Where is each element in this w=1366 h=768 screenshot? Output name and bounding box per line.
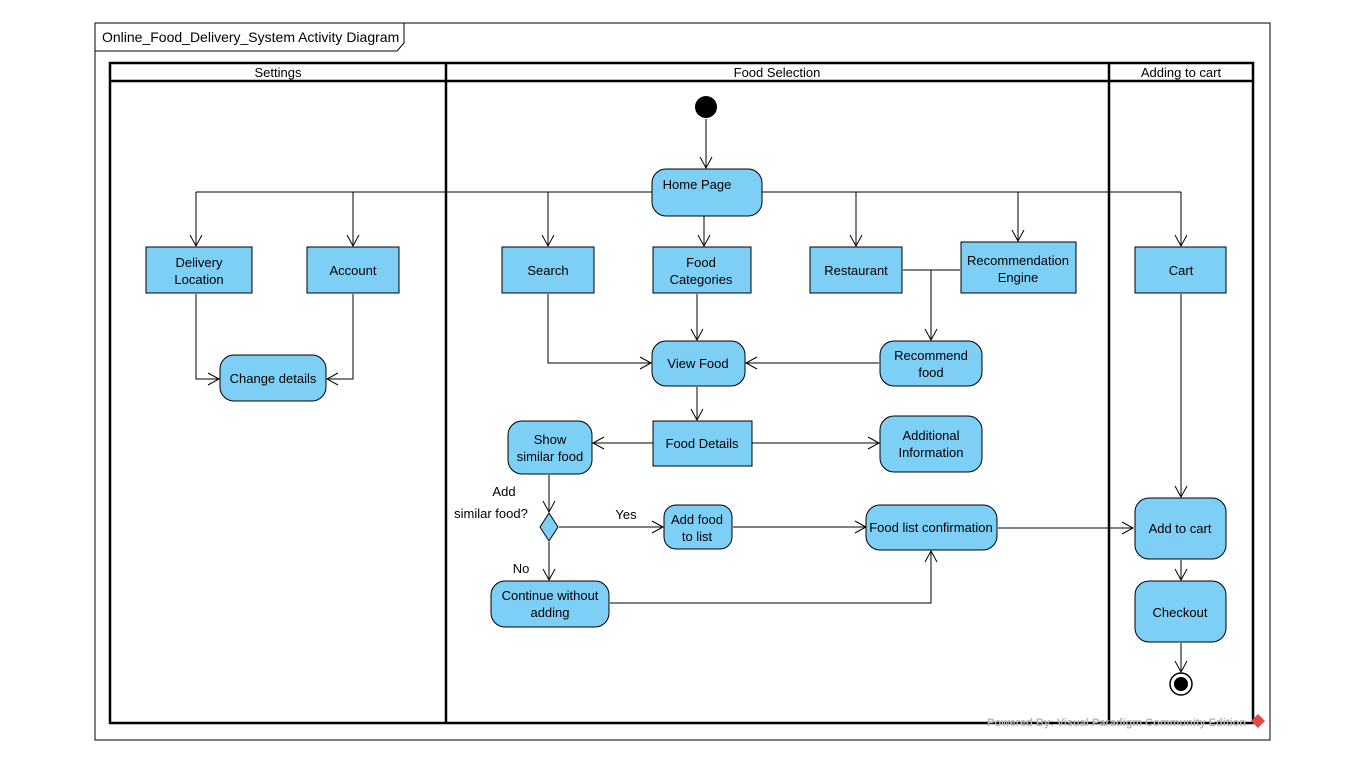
edge-delivery-to-change-details (195, 294, 221, 386)
edge-account-to-change-details (325, 294, 354, 386)
frame-title-tab (95, 23, 405, 52)
delivery-location-label-line2: Location (174, 272, 223, 287)
recommendation-engine-label-line1: Recommendation (967, 253, 1069, 268)
food-list-confirmation-label: Food list confirmation (869, 520, 993, 535)
continue-without-adding-label-line1: Continue without (502, 588, 599, 603)
continue-without-adding-node (490, 580, 610, 628)
decision-yes-label: Yes (615, 507, 637, 522)
decision-node (539, 512, 559, 542)
food-details-label: Food Details (666, 436, 739, 451)
additional-information-label-line1: Additional (902, 428, 959, 443)
show-similar-food-label-line1: Show (534, 432, 567, 447)
add-food-to-list-label-line1: Add food (671, 512, 723, 527)
search-label: Search (527, 263, 568, 278)
swimlane-food-selection-title: Food Selection (734, 65, 821, 80)
home-page-node (651, 168, 763, 217)
initial-node (695, 96, 717, 118)
additional-information-label-line2: Information (898, 445, 963, 460)
recommendation-engine-node (960, 241, 1077, 294)
recommend-food-label-line2: food (918, 365, 943, 380)
checkout-node (1134, 580, 1227, 643)
continue-without-adding-label-line2: adding (530, 605, 569, 620)
cart-node (1134, 246, 1227, 294)
add-food-to-list-node (663, 504, 733, 550)
recommendation-engine-label-line2: Engine (998, 270, 1038, 285)
watermark-text: Powered By: Visual Paradigm Community Ed… (987, 717, 1246, 729)
restaurant-node (809, 246, 903, 294)
decision-no-label: No (513, 561, 530, 576)
add-to-cart-label: Add to cart (1149, 521, 1212, 536)
edge-search-to-view-food (547, 294, 653, 370)
swimlanes: Settings Food Selection Adding to cart (108, 61, 1255, 725)
add-food-to-list-label-line2: to list (682, 529, 713, 544)
recommend-food-label-line1: Recommend (894, 348, 968, 363)
visual-paradigm-logo-icon (1251, 714, 1265, 728)
swimlane-adding-to-cart-title: Adding to cart (1141, 65, 1222, 80)
cart-label: Cart (1169, 263, 1194, 278)
search-node (501, 246, 595, 294)
food-list-confirmation-node (865, 504, 998, 551)
food-categories-label-line2: Categories (670, 272, 733, 287)
add-to-cart-node (1134, 497, 1227, 560)
decision-question-line1: Add (492, 484, 515, 499)
delivery-location-node (145, 246, 253, 294)
show-similar-food-label-line2: similar food (517, 449, 583, 464)
food-categories-node (652, 246, 752, 294)
additional-information-node (879, 415, 983, 473)
change-details-node (219, 354, 327, 402)
food-categories-label-line1: Food (686, 255, 716, 270)
view-food-node (651, 340, 746, 387)
decision-question-line2: similar food? (454, 506, 528, 521)
diagram-title: Online_Food_Delivery_System Activity Dia… (102, 29, 399, 45)
edge-continue-to-confirmation (610, 549, 938, 604)
food-details-node (652, 420, 753, 467)
account-node (306, 246, 400, 294)
view-food-label: View Food (667, 356, 728, 371)
delivery-location-label-line1: Delivery (176, 255, 223, 270)
change-details-label: Change details (230, 371, 317, 386)
home-page-label: Home Page (663, 177, 732, 192)
restaurant-label: Restaurant (824, 263, 888, 278)
checkout-label: Checkout (1153, 605, 1208, 620)
show-similar-food-node (507, 420, 593, 475)
recommend-food-node (879, 340, 983, 387)
account-label: Account (330, 263, 377, 278)
swimlane-settings-title: Settings (255, 65, 302, 80)
final-node (1169, 672, 1193, 696)
